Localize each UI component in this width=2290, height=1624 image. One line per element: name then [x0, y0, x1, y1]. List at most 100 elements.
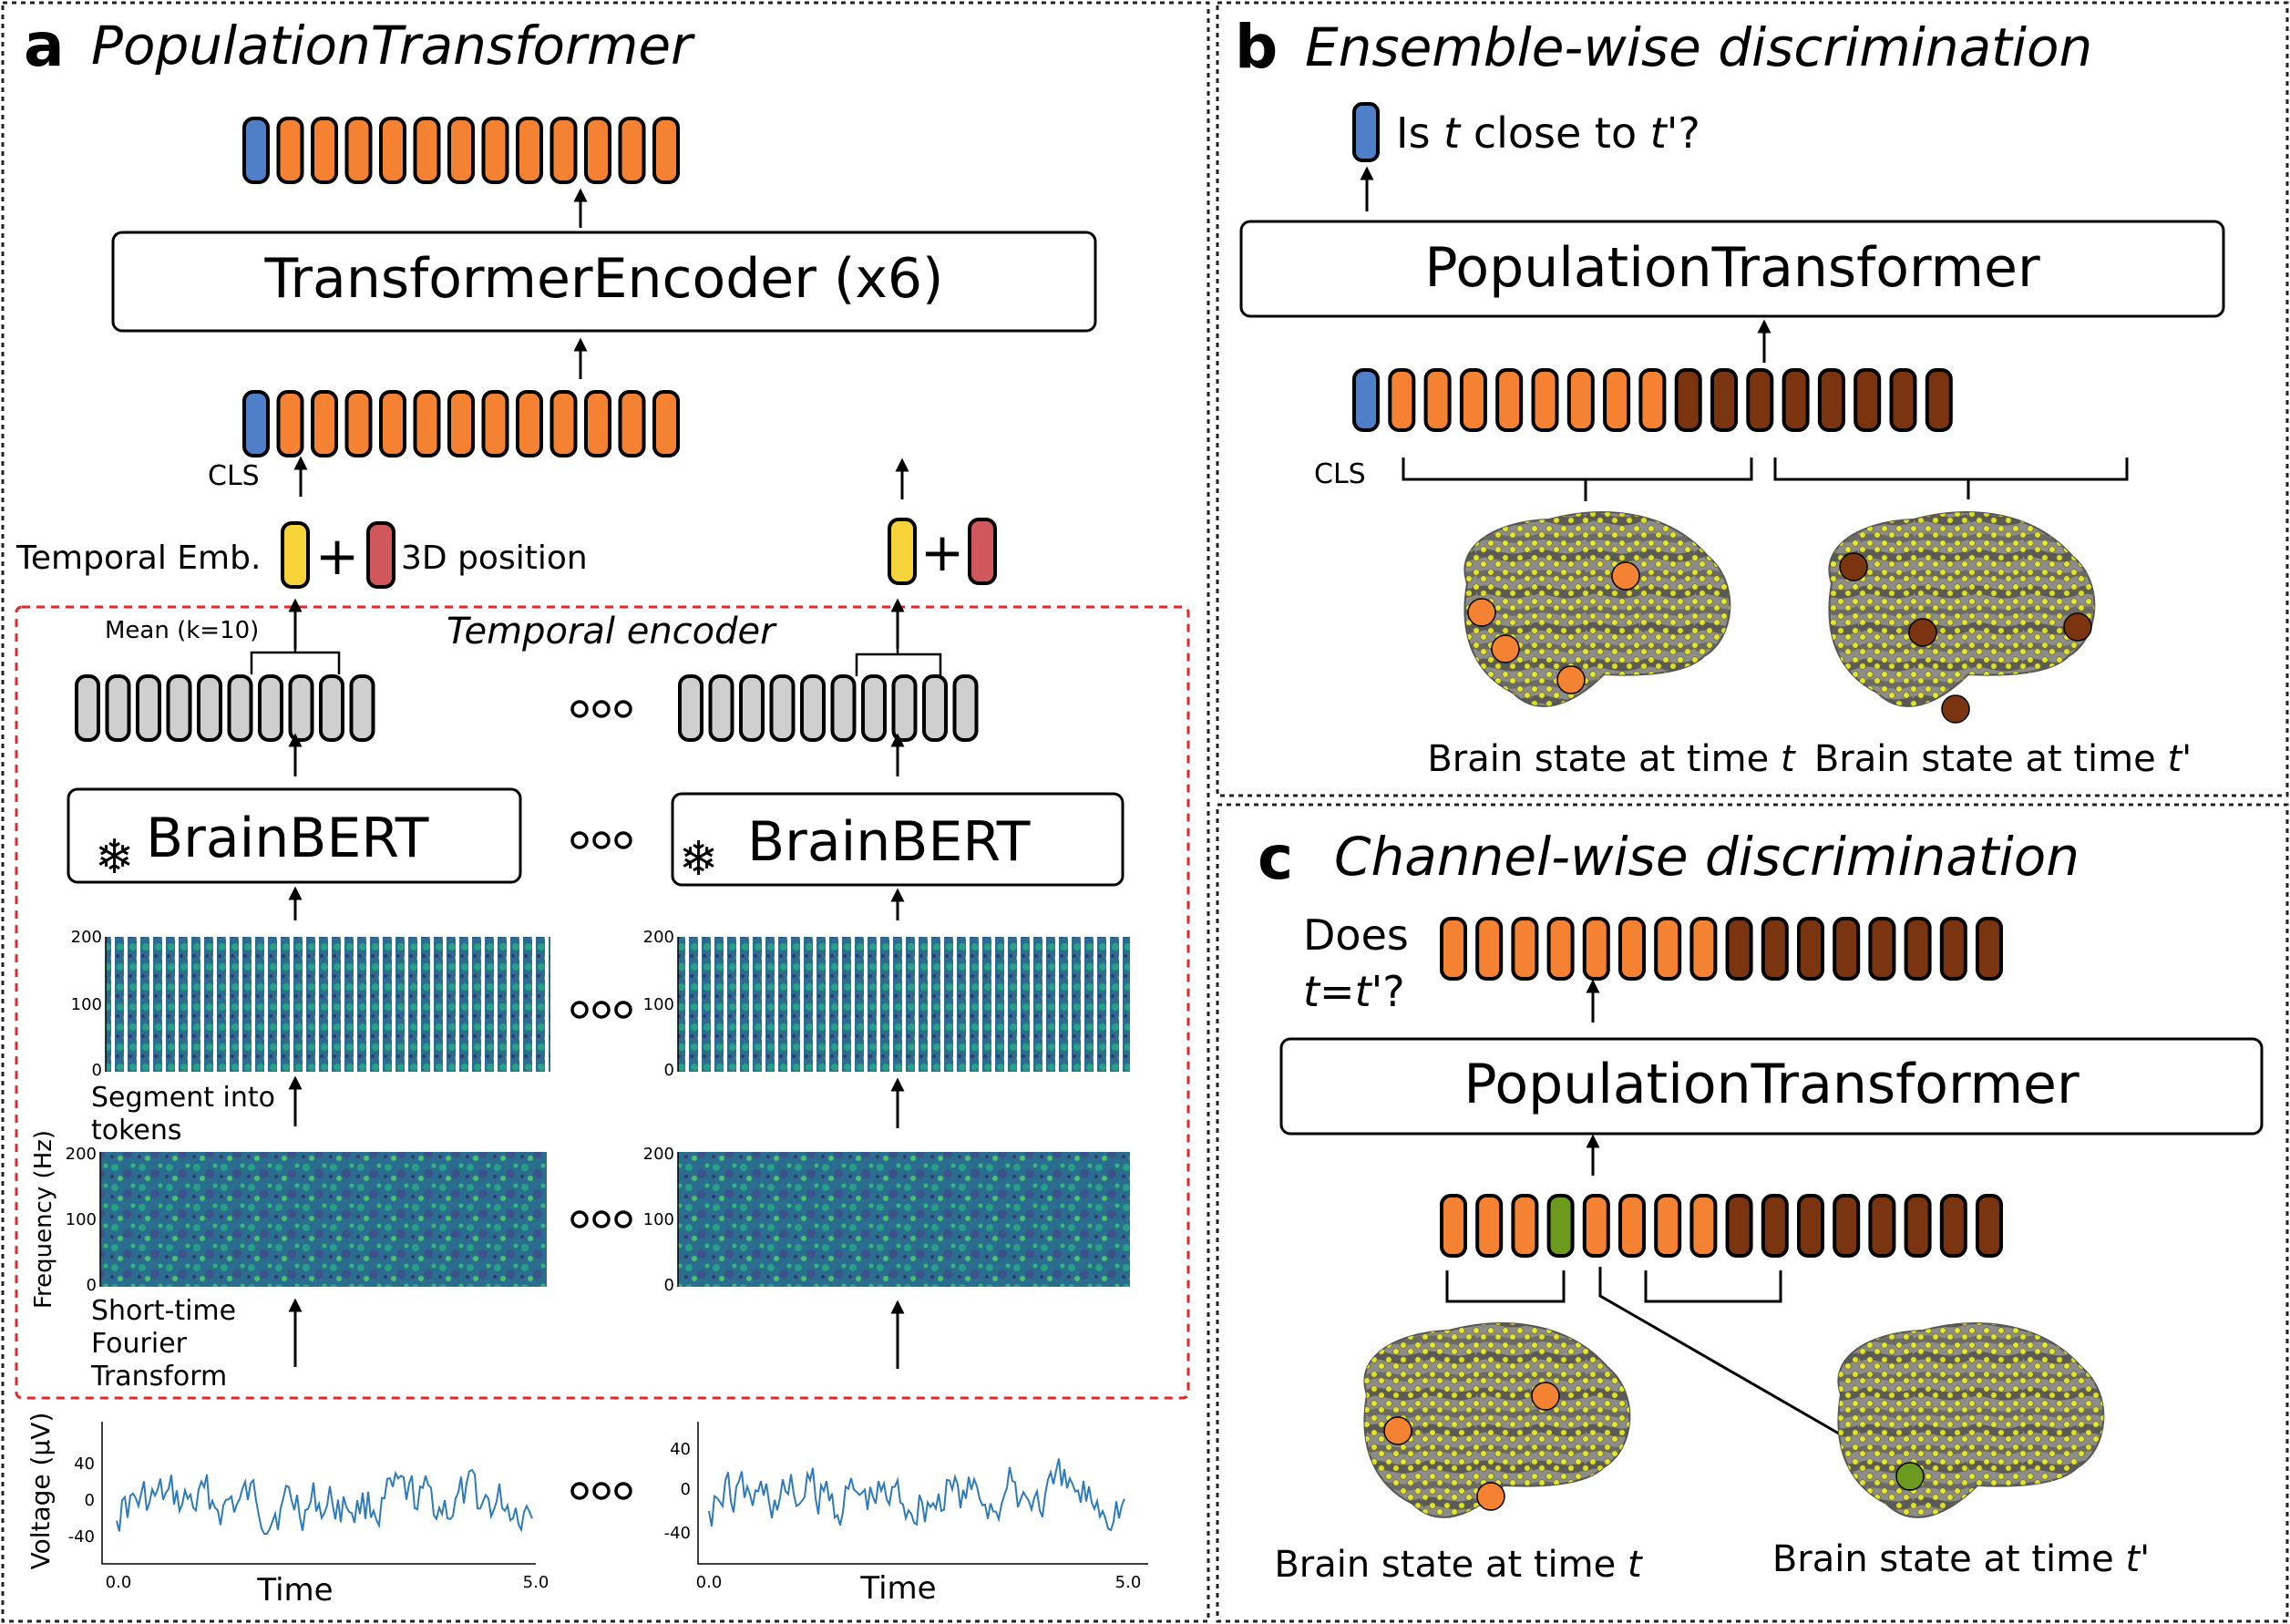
- ellipsis-dot: [614, 1001, 632, 1019]
- ellipsis-dot: [592, 1210, 611, 1228]
- token: [311, 117, 338, 184]
- temporal-token: [952, 674, 979, 742]
- token: [584, 390, 611, 457]
- token: [413, 117, 441, 184]
- token: [549, 117, 578, 184]
- ellipsis-dot: [614, 831, 632, 849]
- panel-a-title: PopulationTransformer: [91, 15, 695, 77]
- brain-right: [1837, 1322, 2105, 1518]
- temporal-token: [708, 674, 734, 742]
- token: [1388, 368, 1416, 432]
- voltage-axis-right: [697, 1422, 1148, 1565]
- temporal-token: [166, 674, 192, 742]
- temporal-token: [922, 674, 948, 742]
- token: [584, 117, 611, 184]
- token: [1939, 917, 1967, 981]
- ellipsis-dot: [592, 700, 611, 718]
- population-transformer-box: [1279, 1037, 2264, 1136]
- voltage-trace-right: [708, 1458, 1125, 1532]
- temporal-token: [769, 674, 796, 742]
- token: [344, 117, 373, 184]
- token: [242, 390, 270, 457]
- plus-sign: +: [920, 521, 965, 583]
- input-token-row: [1440, 1194, 2003, 1258]
- panel-a-frame: [1, 1, 1210, 1623]
- token: [652, 390, 680, 457]
- freq-tick: 200: [71, 928, 102, 947]
- token: [1531, 368, 1559, 432]
- input-token-row: [1352, 368, 1953, 432]
- segment-label: Segment into: [91, 1082, 275, 1114]
- token: [1459, 368, 1487, 432]
- panel-a-letter: a: [24, 10, 65, 80]
- position-emb-token: [366, 521, 395, 589]
- plus-sign: +: [315, 525, 360, 587]
- ellipsis-dots: [570, 700, 632, 1500]
- token: [1618, 1194, 1646, 1258]
- token: [1854, 368, 1882, 432]
- token: [516, 390, 543, 457]
- panel-b-frame: [1216, 1, 2289, 797]
- mean-label: Mean (k=10): [105, 617, 259, 644]
- ellipsis-dot: [570, 1210, 589, 1228]
- freq-tick: 200: [643, 928, 674, 947]
- token: [481, 117, 509, 184]
- token: [1976, 1194, 2003, 1258]
- cls-label: CLS: [208, 460, 260, 492]
- voltage-tick: 0: [85, 1491, 95, 1510]
- token: [1710, 368, 1738, 432]
- token: [379, 117, 406, 184]
- token: [1566, 368, 1595, 432]
- token: [1833, 917, 1861, 981]
- population-transformer-label: PopulationTransformer: [1424, 236, 2040, 300]
- ellipsis-dot: [614, 1210, 632, 1228]
- token: [516, 117, 543, 184]
- time-axis-label: Time: [859, 1570, 936, 1607]
- panel-b-title: Ensemble-wise discrimination: [1305, 16, 2092, 78]
- token: [1440, 917, 1467, 981]
- ellipsis-dot: [570, 1001, 589, 1019]
- time-tick: 0.0: [106, 1573, 132, 1592]
- token: [1674, 368, 1702, 432]
- temporal-token: [349, 674, 375, 742]
- token: [1868, 917, 1896, 981]
- cls-label: CLS: [1314, 458, 1366, 490]
- token: [1904, 917, 1932, 981]
- temporal-encoder-frame: [15, 605, 1190, 1400]
- token: [1638, 368, 1667, 432]
- position-label: 3D position: [401, 540, 588, 577]
- time-tick: 5.0: [523, 1573, 549, 1592]
- temporal-token: [830, 674, 857, 742]
- token: [413, 390, 441, 457]
- connector-line: [1598, 1267, 1911, 1476]
- token: [276, 117, 304, 184]
- token: [1797, 1194, 1824, 1258]
- token: [1725, 917, 1753, 981]
- snowflake-icon: ❄: [679, 832, 719, 887]
- temporal-token: [678, 674, 703, 742]
- temporal-token: [227, 674, 253, 742]
- panel-b-letter: b: [1235, 12, 1278, 82]
- token: [1725, 1194, 1753, 1258]
- ellipsis-dot: [614, 1482, 632, 1500]
- time-tick: 0.0: [696, 1573, 723, 1592]
- voltage-trace-left: [116, 1468, 533, 1535]
- ellipsis-dot: [614, 700, 632, 718]
- group-bracket: [1445, 1270, 1566, 1303]
- token: [1868, 1194, 1896, 1258]
- cls-output-token: [1352, 102, 1380, 162]
- ellipsis-dot: [570, 831, 589, 849]
- output-token-row: [1440, 917, 2003, 981]
- freq-tick: 200: [643, 1145, 674, 1164]
- segment-label: tokens: [91, 1115, 182, 1146]
- freq-tick: 100: [643, 1210, 674, 1229]
- freq-axis-label: Frequency (Hz): [30, 1130, 57, 1309]
- token: [1833, 1194, 1861, 1258]
- population-transformer-box: [1239, 220, 2225, 318]
- temporal-token: [319, 674, 344, 742]
- ellipsis-dot: [592, 1482, 611, 1500]
- token: [1511, 1194, 1539, 1258]
- token: [652, 117, 680, 184]
- token: [1546, 1194, 1575, 1258]
- token: [1618, 917, 1646, 981]
